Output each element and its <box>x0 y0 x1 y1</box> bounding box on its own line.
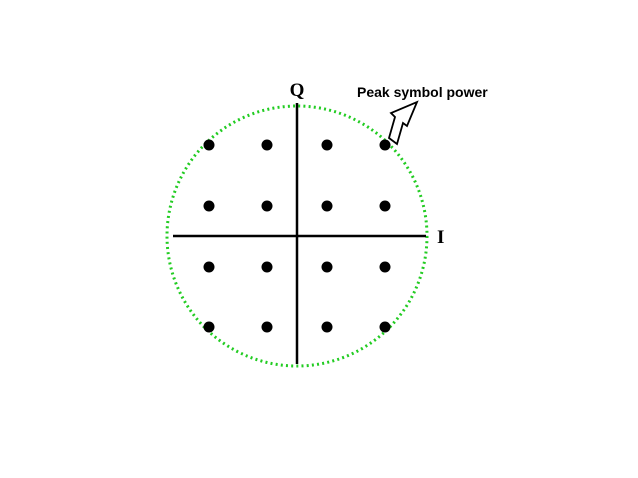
peak-power-arrow <box>387 100 419 146</box>
constellation-point <box>261 200 273 212</box>
constellation-point <box>321 200 333 212</box>
constellation-point <box>203 261 215 273</box>
peak-symbol-power-label: Peak symbol power <box>357 84 488 100</box>
constellation-point <box>321 139 333 151</box>
constellation-point <box>261 321 273 333</box>
constellation-point <box>261 139 273 151</box>
constellation-point <box>379 200 391 212</box>
constellation-point <box>379 321 391 333</box>
constellation-point <box>321 261 333 273</box>
peak-power-circle <box>165 104 429 368</box>
constellation-point <box>379 261 391 273</box>
i-axis-label: I <box>437 227 444 248</box>
constellation-point <box>203 139 215 151</box>
constellation-point <box>321 321 333 333</box>
constellation-points <box>203 139 391 333</box>
constellation-point <box>261 261 273 273</box>
constellation-point <box>203 321 215 333</box>
constellation-point <box>203 200 215 212</box>
q-axis-label: Q <box>290 80 305 101</box>
constellation-point <box>379 139 391 151</box>
